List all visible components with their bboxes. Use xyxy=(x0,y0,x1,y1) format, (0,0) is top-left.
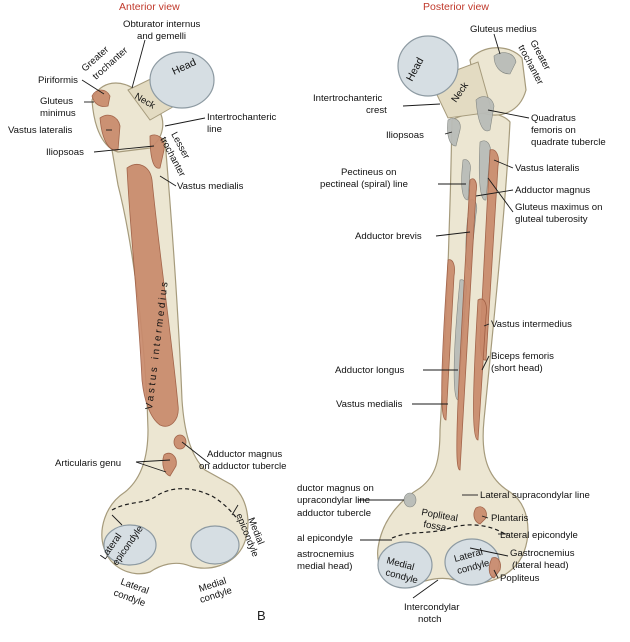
label-gluteus-minimus-2: minimus xyxy=(40,108,76,119)
label-lateral-supracondylar-line: Lateral supracondylar line xyxy=(480,490,590,501)
posterior-femur xyxy=(358,33,530,599)
label-intertrochanteric-crest: Intertrochanteric xyxy=(313,93,383,104)
anterior-lateral-condyle xyxy=(103,524,157,566)
posterior-popliteus xyxy=(488,557,501,579)
label-vastus-medialis-ant: Vastus medialis xyxy=(177,181,244,192)
posterior-gluteus-maximus xyxy=(478,140,491,201)
posterior-popliteal-line xyxy=(391,524,506,539)
anterior-shaft xyxy=(101,133,249,575)
posterior-vastus-medialis xyxy=(441,259,455,421)
label-piriformis: Piriformis xyxy=(38,75,78,86)
label-vastus-medialis-post: Vastus medialis xyxy=(336,399,403,410)
posterior-gluteus-medius xyxy=(493,52,517,75)
label-gluteus-minimus: Gluteus xyxy=(40,96,73,107)
label-adductor-magnus-ant: Adductor magnus xyxy=(207,449,282,460)
label-gastrocnemius-lateral: Gastrocnemius xyxy=(510,548,575,559)
label-articularis-genu: Articularis genu xyxy=(55,458,121,469)
posterior-biceps-short-head xyxy=(473,298,487,441)
anterior-adductor-magnus-tubercle xyxy=(173,434,187,450)
label-adductor-tubercle: adductor tubercle xyxy=(297,508,371,519)
label-pectineus-2: pectineal (spiral) line xyxy=(320,179,408,190)
label-quadratus-femoris: Quadratus xyxy=(531,113,576,124)
label-intercondylar-notch-2: notch xyxy=(418,614,441,625)
label-vastus-lateralis-ant: Vastus lateralis xyxy=(8,125,73,136)
anterior-femur xyxy=(81,39,249,575)
label-gluteus-medius: Gluteus medius xyxy=(470,24,537,35)
label-gastrocnemius-lateral-2: (lateral head) xyxy=(512,560,569,571)
anterior-iliopsoas xyxy=(149,134,165,169)
label-biceps-femoris: Biceps femoris xyxy=(491,351,554,362)
panel-letter: B xyxy=(257,608,266,623)
label-popliteus: Popliteus xyxy=(500,573,540,584)
label-adductor-magnus-post: Adductor magnus xyxy=(515,185,590,196)
label-adductor-magnus-ant-2: on adductor tubercle xyxy=(199,461,286,472)
label-obturator-internus-2: and gemelli xyxy=(137,31,186,42)
label-gluteus-maximus: Gluteus maximus on xyxy=(515,202,602,213)
label-gastrocnemius-medial: astrocnemius xyxy=(297,549,354,560)
anterior-articularis-genu xyxy=(162,452,177,477)
label-intertrochanteric-line-2: line xyxy=(207,124,222,135)
label-vastus-lateralis-post: Vastus lateralis xyxy=(515,163,580,174)
posterior-view-title: Posterior view xyxy=(423,1,489,13)
label-plantaris: Plantaris xyxy=(491,513,529,524)
posterior-head xyxy=(397,35,459,97)
anterior-vastus-intermedius xyxy=(126,164,179,427)
label-popliteal-fossa-2: fossa xyxy=(422,519,447,534)
label-obturator-internus: Obturator internus xyxy=(123,19,201,30)
label-vastus-intermedius-post: Vastus intermedius xyxy=(491,319,572,330)
posterior-pectineus xyxy=(461,159,471,201)
label-adductor-magnus-supra-2: upracondylar line xyxy=(297,495,370,506)
label-gluteus-maximus-2: gluteal tuberosity xyxy=(515,214,588,225)
label-intertrochanteric-crest-2: crest xyxy=(366,105,387,116)
label-intercondylar-notch: Intercondylar xyxy=(404,602,460,613)
label-quadratus-femoris-2: femoris on xyxy=(531,125,576,136)
anterior-gluteus-minimus xyxy=(91,89,111,107)
posterior-adductor-magnus xyxy=(456,178,477,471)
label-biceps-femoris-2: (short head) xyxy=(491,363,543,374)
anterior-vastus-lateralis xyxy=(99,114,121,151)
posterior-adductor-tubercle xyxy=(403,492,417,508)
label-adductor-longus: Adductor longus xyxy=(335,365,405,376)
label-intertrochanteric-line: Intertrochanteric xyxy=(207,112,277,123)
label-quadratus-femoris-3: quadrate tubercle xyxy=(531,137,606,148)
posterior-quadratus-femoris xyxy=(475,96,495,132)
label-pectineus: Pectineus on xyxy=(341,167,396,178)
label-medial-epicondyle-post: al epicondyle xyxy=(297,533,353,544)
label-iliopsoas-ant: Iliopsoas xyxy=(46,147,84,158)
label-adductor-brevis: Adductor brevis xyxy=(355,231,422,242)
anterior-medial-condyle xyxy=(190,525,240,565)
label-gastrocnemius-medial-2: medial head) xyxy=(297,561,352,572)
label-adductor-magnus-supra: ductor magnus on xyxy=(297,483,374,494)
posterior-medial-condyle xyxy=(377,541,433,589)
anterior-view-title: Anterior view xyxy=(119,1,180,13)
anterior-head xyxy=(149,51,215,109)
label-iliopsoas-post: Iliopsoas xyxy=(386,130,424,141)
posterior-plantaris xyxy=(473,506,487,525)
label-lateral-epicondyle-post: Lateral epicondyle xyxy=(500,530,578,541)
